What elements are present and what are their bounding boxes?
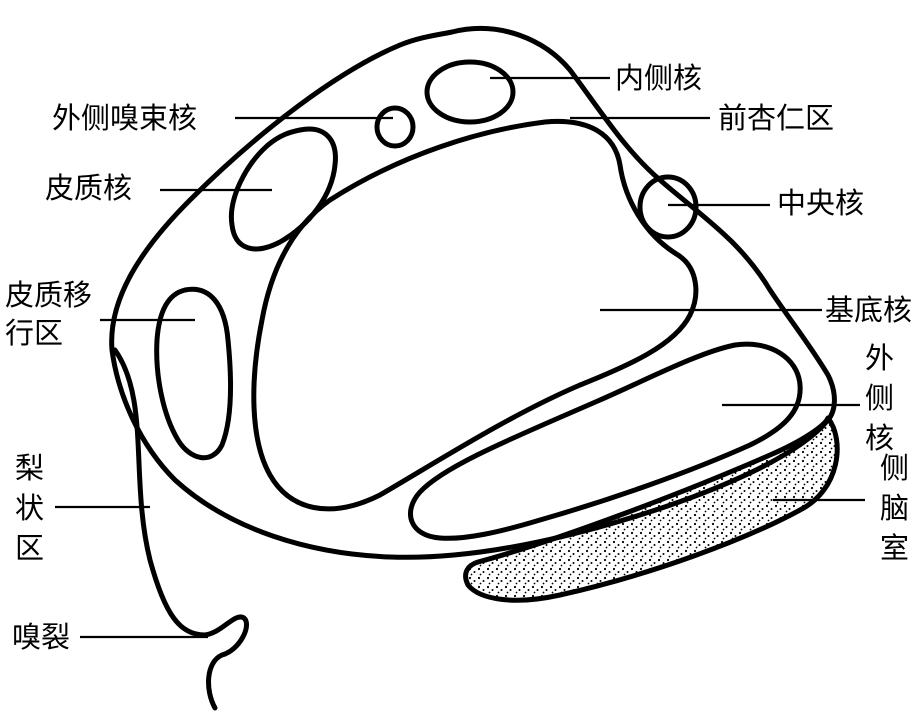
label-lateral-olfactory-tract-nucleus: 外侧嗅束核 xyxy=(52,101,197,135)
medial-nucleus xyxy=(427,62,513,122)
label-lateral-nucleus-3: 核 xyxy=(865,421,894,455)
lateral-olfactory-tract-nucleus xyxy=(377,108,413,146)
label-medial-nucleus: 内侧核 xyxy=(615,61,702,95)
label-piriform-area-3: 区 xyxy=(15,531,44,565)
label-olfactory-fissure: 嗅裂 xyxy=(12,620,70,654)
label-lateral-ventricle-1: 侧 xyxy=(880,451,909,485)
label-lateral-nucleus-1: 外 xyxy=(865,341,894,375)
label-cortical-transition-line2: 行区 xyxy=(5,316,63,350)
label-anterior-amygdaloid-area: 前杏仁区 xyxy=(718,101,834,135)
label-piriform-area-1: 梨 xyxy=(15,451,44,485)
label-central-nucleus: 中央核 xyxy=(777,186,864,220)
label-cortical-transition-line1: 皮质移 xyxy=(5,278,92,312)
label-lateral-ventricle-2: 脑 xyxy=(880,491,909,525)
piriform-boundary xyxy=(115,350,247,708)
label-cortical-nucleus: 皮质核 xyxy=(45,171,132,205)
label-basal-nucleus: 基底核 xyxy=(825,293,912,327)
basal-nucleus xyxy=(254,121,696,508)
cortical-transition-area xyxy=(157,289,231,457)
label-lateral-nucleus-2: 侧 xyxy=(865,381,894,415)
label-lateral-ventricle-3: 室 xyxy=(880,531,909,565)
label-piriform-area-2: 状 xyxy=(15,491,44,525)
